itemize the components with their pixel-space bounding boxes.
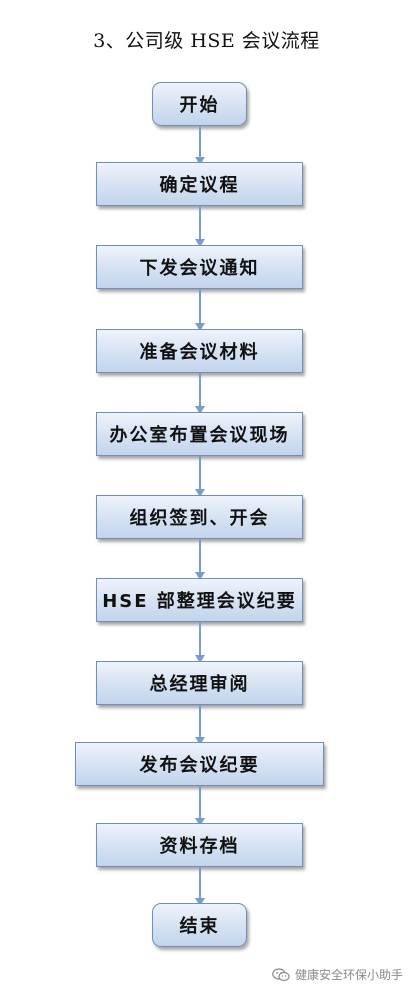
step-archive-label: 资料存档: [159, 836, 240, 857]
step-publish-minutes-label: 发布会议纪要: [139, 755, 260, 776]
step-start-label: 开始: [179, 95, 220, 116]
arrow-3: [195, 289, 205, 331]
step-confirm-agenda: 确定议程: [96, 162, 303, 206]
step-confirm-agenda-label: 确定议程: [159, 175, 240, 196]
wechat-icon: [272, 967, 290, 982]
step-sign-in-meeting: 组织签到、开会: [96, 495, 303, 539]
arrow-6: [195, 539, 205, 580]
watermark: 健康安全环保小助手: [272, 966, 403, 983]
step-prepare-materials-label: 准备会议材料: [139, 342, 260, 363]
step-start: 开始: [152, 82, 247, 126]
arrow-4: [195, 373, 205, 414]
step-publish-minutes: 发布会议纪要: [75, 742, 324, 786]
step-hse-minutes-label: HSE 部整理会议纪要: [102, 591, 297, 612]
step-prepare-materials: 准备会议材料: [96, 329, 303, 373]
step-end: 结束: [152, 903, 247, 947]
arrow-8: [195, 705, 205, 745]
arrow-10: [195, 867, 205, 906]
arrow-9: [195, 786, 205, 826]
arrow-1: [195, 126, 205, 165]
watermark-text: 健康安全环保小助手: [294, 968, 403, 982]
step-issue-notice: 下发会议通知: [96, 245, 303, 289]
step-arrange-venue-label: 办公室布置会议现场: [109, 425, 290, 446]
arrow-2: [195, 206, 205, 247]
diagram-title: 3、公司级 HSE 会议流程: [93, 30, 320, 52]
step-end-label: 结束: [179, 916, 220, 937]
arrow-5: [195, 456, 205, 497]
step-issue-notice-label: 下发会议通知: [139, 258, 260, 279]
step-gm-review: 总经理审阅: [96, 661, 303, 705]
arrow-7: [195, 622, 205, 663]
step-hse-minutes: HSE 部整理会议纪要: [96, 578, 303, 622]
step-gm-review-label: 总经理审阅: [149, 674, 250, 695]
step-archive: 资料存档: [96, 823, 303, 867]
step-sign-in-meeting-label: 组织签到、开会: [129, 508, 270, 529]
step-arrange-venue: 办公室布置会议现场: [96, 412, 303, 456]
